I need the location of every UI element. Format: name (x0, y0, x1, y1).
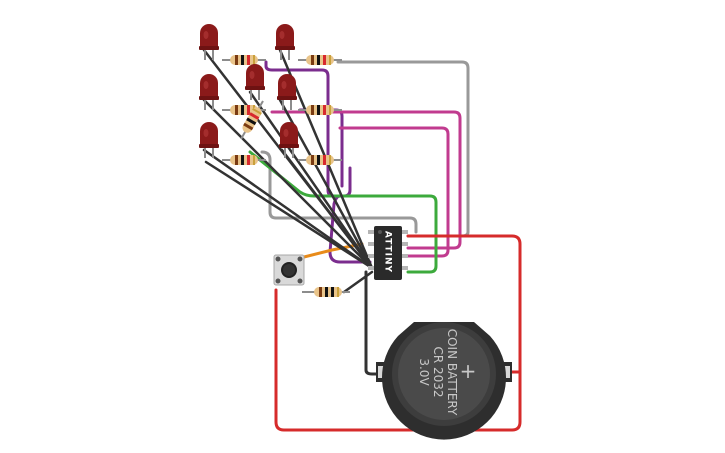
led-5[interactable] (277, 74, 297, 110)
resistor-8 (302, 287, 350, 297)
led-4[interactable] (245, 64, 265, 100)
wire-gray-loop (260, 150, 418, 234)
chip-label: ATTINY (383, 231, 393, 273)
battery-plus-sign: + (460, 359, 477, 383)
wire-black-7 (248, 90, 374, 270)
battery-label-line3: 3.0V (417, 358, 431, 386)
push-button[interactable] (273, 254, 305, 286)
wire-magenta-1 (270, 110, 462, 250)
coin-battery[interactable]: COIN BATTERY CR 2032 3.0V + (376, 322, 512, 440)
wires (202, 48, 522, 432)
led-6[interactable] (199, 122, 219, 158)
battery-label-line1: COIN BATTERY (445, 329, 459, 416)
resistor-4 (298, 105, 342, 115)
led-2[interactable] (275, 24, 295, 60)
wire-magenta-2 (338, 126, 450, 258)
led-7[interactable] (279, 122, 299, 158)
battery-label-line2: CR 2032 (431, 346, 445, 397)
resistor-5 (240, 100, 264, 140)
leds (199, 24, 299, 158)
resistor-2 (298, 55, 342, 65)
wire-black-3 (202, 148, 374, 270)
attiny-chip[interactable]: ATTINY (368, 226, 408, 280)
wire-red (274, 234, 522, 432)
wire-black-res (342, 270, 374, 294)
led-1[interactable] (199, 24, 219, 60)
led-3[interactable] (199, 74, 219, 110)
resistor-6 (222, 155, 266, 165)
resistors (222, 55, 350, 297)
wire-orange (298, 242, 364, 260)
wire-black-gnd (364, 270, 382, 376)
resistor-7 (298, 155, 342, 165)
resistor-1 (222, 55, 266, 65)
wire-black-8 (204, 160, 374, 270)
wire-black-2 (202, 98, 374, 270)
